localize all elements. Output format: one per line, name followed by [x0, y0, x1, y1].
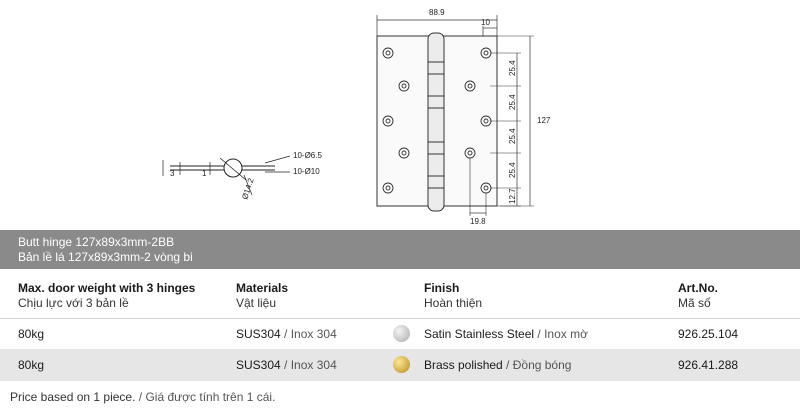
col-artno-vi: Mã số	[678, 296, 711, 310]
material-vi: Inox 304	[290, 358, 337, 372]
hole-spacing-2-label: 25.4	[508, 94, 517, 110]
front-view	[376, 15, 534, 216]
product-title-vi: Bản lề lá 127x89x3mm-2 vòng bi	[18, 250, 193, 264]
product-title-en: Butt hinge 127x89x3mm-2BB	[18, 235, 175, 249]
price-note-en: Price based on 1 piece.	[10, 390, 136, 404]
height-dimension-label: 127	[537, 116, 551, 125]
material-vi: Inox 304	[290, 327, 337, 341]
col-materials-vi: Vật liệu	[236, 296, 277, 310]
finish-swatch-satin	[393, 325, 410, 342]
finish-en: Brass polished	[424, 358, 503, 372]
table-row: 80kg SUS304 / Inox 304 Satin Stainless S…	[0, 318, 800, 349]
row-finish: Brass polished / Đồng bóng	[424, 358, 572, 372]
row-finish: Satin Stainless Steel / Inox mờ	[424, 327, 588, 341]
finish-vi: Đồng bóng	[512, 358, 572, 372]
table-column-headers: Max. door weight with 3 hinges Chịu lực …	[0, 281, 800, 315]
price-note: Price based on 1 piece. / Giá được tính …	[10, 390, 276, 404]
col-artno-en: Art.No.	[678, 281, 718, 295]
hole-spacing-4-label: 25.4	[508, 162, 517, 178]
price-note-vi: Giá được tính trên 1 cái.	[145, 390, 276, 404]
finish-swatch-brass	[393, 356, 410, 373]
knuckle-diameter-label: Ø14.2	[240, 177, 255, 201]
row-material: SUS304 / Inox 304	[236, 327, 337, 341]
material-en: SUS304	[236, 358, 281, 372]
bottom-offset-label: 19.8	[470, 217, 486, 226]
side-thickness-label: 3	[170, 169, 175, 178]
row-artno: 926.41.288	[678, 358, 739, 372]
row-artno: 926.25.104	[678, 327, 739, 341]
product-header: Butt hinge 127x89x3mm-2BB Bản lề lá 127x…	[0, 230, 800, 269]
finish-en: Satin Stainless Steel	[424, 327, 535, 341]
material-en: SUS304	[236, 327, 281, 341]
row-weight: 80kg	[18, 327, 45, 341]
hole-b-label: 10-Ø10	[293, 167, 320, 176]
table-row: 80kg SUS304 / Inox 304 Brass polished / …	[0, 349, 800, 381]
col-materials-en: Materials	[236, 281, 289, 295]
width-dimension-label: 88.9	[429, 8, 445, 17]
hole-a-label: 10-Ø6.5	[293, 151, 322, 160]
edge-gap-label: 12.7	[508, 188, 517, 204]
hole-spacing-1-label: 25.4	[508, 60, 517, 76]
side-view	[162, 155, 291, 196]
side-leaf-label: 1	[202, 169, 207, 178]
hinge-technical-drawing: 3 1 10-Ø6.5 10-Ø10 Ø14.2	[162, 8, 551, 226]
col-weight-en: Max. door weight with 3 hinges	[18, 281, 196, 295]
hole-spacing-3-label: 25.4	[508, 128, 517, 144]
leaf-offset-label: 10	[481, 18, 490, 27]
col-weight-vi: Chịu lực với 3 bản lề	[18, 296, 129, 310]
finish-vi: Inox mờ	[544, 327, 588, 341]
col-finish-vi: Hoàn thiện	[424, 296, 483, 310]
col-finish-en: Finish	[424, 281, 460, 295]
row-material: SUS304 / Inox 304	[236, 358, 337, 372]
row-weight: 80kg	[18, 358, 45, 372]
